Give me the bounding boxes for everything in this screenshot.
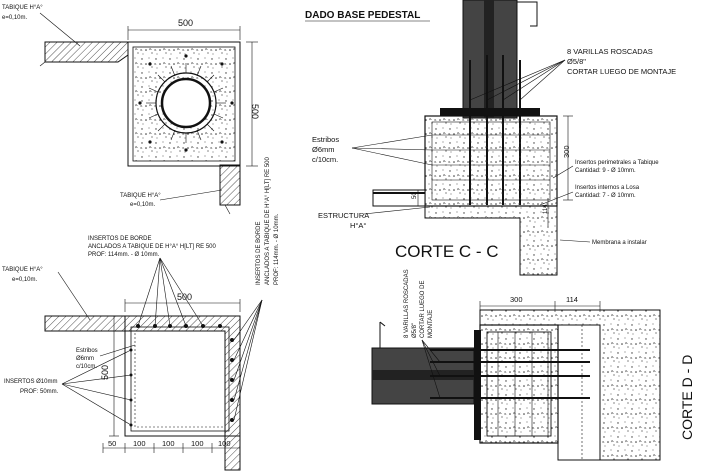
- column-circle: [160, 77, 212, 129]
- edge-inserts-note-2: ANCLADOS A TABIQUE DE H°A° H[LT] RE 500: [88, 244, 217, 250]
- dim-width-bottom: 500: [177, 292, 192, 302]
- insertos-int-1: Insertos internos a Losa: [575, 185, 640, 191]
- label-tabique-top-thk: e=0,10m.: [2, 15, 28, 21]
- vert-note-3: PROF: 114mm. - Ø 10mm.: [274, 213, 280, 285]
- estribos-1: Estribos: [76, 348, 98, 354]
- insertos-perim-1: Insertos perimetrales a Tabique: [575, 160, 659, 166]
- dd-dim-300: 300: [510, 295, 523, 304]
- plan-top: 500 500 TABIQUE H°A° e=0,10m. TABIQUE H°…: [2, 5, 260, 215]
- cc-estribos-3: c/10cm.: [312, 155, 338, 164]
- insertos-int-2: Cantidad: 7 - Ø 10mm.: [575, 193, 636, 199]
- dim-chain-4: 100: [218, 439, 231, 448]
- edge-inserts: [129, 324, 234, 427]
- dd-note-2: Ø5/8": [412, 323, 418, 338]
- label-tabique-bottom: TABIQUE H°A°: [120, 193, 161, 199]
- cc-estribos-2: Ø6mm: [312, 145, 335, 154]
- dd-note-1: 8 VARILLAS ROSCADAS: [404, 269, 410, 338]
- label-tabique: TABIQUE H°A°: [2, 267, 43, 273]
- dim-chain-3: 100: [191, 439, 204, 448]
- section-dd: 300 114 8 VARILLAS ROSCADA: [371, 269, 695, 461]
- dim-height: 500: [250, 104, 260, 119]
- vert-note-2: ANCLADOS A TABIQUE DE H°A° H[LT] RE 500: [265, 156, 271, 285]
- pedestal-outline: [127, 41, 241, 167]
- estructura-2: H°A°: [350, 221, 366, 230]
- label-tabique-bottom-thk: e=0,10m.: [130, 202, 156, 208]
- radial-stiffeners: [146, 63, 226, 143]
- insertos-perim-2: Cantidad: 9 - Ø 10mm.: [575, 168, 636, 174]
- membrana: Membrana a instalar: [592, 240, 647, 246]
- tabique-top-wall: [44, 41, 129, 63]
- edge-inserts-note-1: INSERTOS DE BORDE: [88, 236, 151, 242]
- insertos-1: INSERTOS Ø10mm: [4, 379, 57, 385]
- varillas-2: Ø5/8": [567, 57, 586, 66]
- dim-114: 114: [543, 204, 549, 214]
- pedestal-outline-bottom: [124, 315, 241, 437]
- section-cc: DADO BASE PEDESTAL: [305, 0, 676, 276]
- dim-height-bottom: 500: [100, 365, 110, 380]
- corte-cc-label: CORTE C - C: [395, 242, 499, 261]
- dim-chain-2: 100: [162, 439, 175, 448]
- insertos-2: PROF: 50mm.: [20, 389, 59, 395]
- structure-slab: [424, 205, 558, 276]
- dd-note-3: CORTAR LUEGO DE: [420, 281, 426, 338]
- label-tabique-thk: e=0,10m.: [12, 277, 38, 283]
- stirrup-dashed: [134, 330, 226, 428]
- edge-inserts-note-3: PROF: 114mm. - Ø 10mm.: [88, 252, 160, 258]
- corte-dd-label: CORTE D - D: [679, 355, 695, 440]
- varillas-3: CORTAR LUEGO DE MONTAJE: [567, 67, 676, 76]
- dd-pedestal: [479, 324, 559, 444]
- base-plate: [440, 108, 540, 116]
- dd-note-4: MONTAJE: [428, 310, 434, 338]
- label-tabique-top: TABIQUE H°A°: [2, 5, 43, 11]
- section-cc-title: DADO BASE PEDESTAL: [305, 10, 420, 21]
- dd-dim-114: 114: [566, 295, 578, 304]
- estructura-1: ESTRUCTURA: [318, 211, 369, 220]
- dim-50: 50: [412, 192, 418, 199]
- estribos-3: c/10cm.: [76, 364, 97, 370]
- tabique-bottom-wall: [219, 164, 241, 206]
- estribos-2: Ø6mm: [76, 356, 94, 362]
- varillas-1: 8 VARILLAS ROSCADAS: [567, 47, 653, 56]
- dim-width: 500: [178, 18, 193, 28]
- cc-estribos-1: Estribos: [312, 135, 339, 144]
- vert-note-1: INSERTOS DE BORDE: [256, 222, 262, 285]
- dim-chain-0: 50: [108, 439, 116, 448]
- pedestal-concrete: [424, 115, 558, 207]
- plan-bottom: INSERTOS DE BORDE ANCLADOS A TABIQUE DE …: [2, 156, 280, 471]
- anchor-bolts: [138, 54, 234, 152]
- dim-300: 300: [562, 145, 571, 158]
- dim-chain-1: 100: [133, 439, 146, 448]
